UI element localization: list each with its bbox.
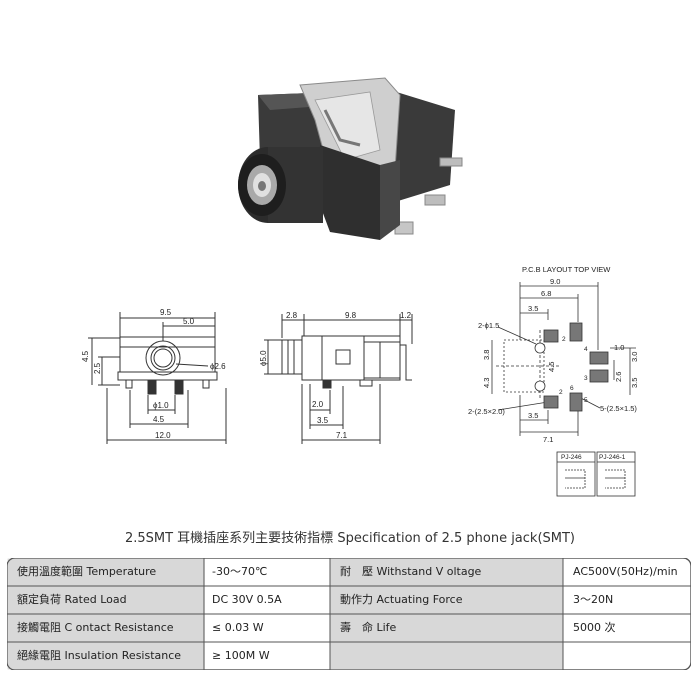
- side-dim-7-1: 7.1: [336, 431, 348, 440]
- pcb-dim-2-6: 2.6: [614, 372, 623, 382]
- front-view-drawing: 9.5 5.0 4.5 2.5 ϕ2.6 ϕ1.0 4.5 12.0: [81, 308, 227, 444]
- pcb-pin-label: 6: [570, 385, 574, 392]
- pcb-dim-3-8: 3.8: [482, 350, 491, 360]
- side-dim-2-8: 2.8: [286, 311, 298, 320]
- product-photo: [238, 77, 463, 240]
- front-dim-4-5b: 4.5: [153, 415, 165, 424]
- pcb-dim-3-0: 3.0: [630, 352, 639, 362]
- spec-label-insulation-resistance: 絕緣電阻 Insulation Resistance: [17, 649, 182, 662]
- spec-label-withstand-voltage: 耐 壓 Withstand V oltage: [340, 565, 482, 578]
- side-dim-2-0: 2.0: [312, 400, 324, 409]
- side-dim-9-8: 9.8: [345, 311, 357, 320]
- pcb-dim-1-0: 1.0: [614, 343, 624, 352]
- side-dim-phi-5-0: ϕ5.0: [259, 350, 268, 366]
- pcb-pin-label: 4: [584, 346, 588, 353]
- pcb-pin-label: 2: [562, 336, 566, 343]
- spec-table: 使用溫度範圍 Temperature -30～70℃ 耐 壓 Withstand…: [7, 558, 691, 670]
- pcb-dim-3-5: 3.5: [528, 304, 538, 313]
- spec-value-life: 5000 次: [573, 621, 616, 634]
- spec-value-actuating-force: 3～20N: [573, 593, 614, 606]
- spec-value-contact-resistance: ≤ 0.03 W: [212, 621, 264, 634]
- pcb-dim-9-0: 9.0: [550, 277, 560, 286]
- pcb-pin-label: 2: [559, 389, 563, 396]
- variant-pj-246-1: PJ-246-1: [599, 454, 626, 461]
- front-dim-5-0: 5.0: [183, 317, 195, 326]
- spec-label-life: 壽 命 Life: [340, 621, 397, 634]
- front-dim-phi-2-6: ϕ2.6: [210, 362, 226, 371]
- side-view-drawing: 2.8 9.8 1.2 ϕ5.0 2.0 3.5 7.1: [259, 311, 413, 444]
- front-dim-4-5: 4.5: [81, 350, 90, 362]
- pcb-dim-3-5c: 3.5: [528, 411, 538, 420]
- front-dim-9-5: 9.5: [160, 308, 172, 317]
- spec-value-withstand-voltage: AC500V(50Hz)/min: [573, 565, 678, 578]
- spec-label-temperature: 使用溫度範圍 Temperature: [17, 565, 157, 578]
- side-dim-3-5: 3.5: [317, 416, 329, 425]
- spec-value-insulation-resistance: ≥ 100M W: [212, 649, 270, 662]
- spec-value-temperature: -30～70℃: [212, 565, 268, 578]
- pcb-dim-7-1: 7.1: [543, 435, 553, 444]
- spec-title: 2.5SMT 耳機插座系列主要技術指標 Specification of 2.5…: [124, 531, 576, 546]
- spec-label-contact-resistance: 接觸電阻 C ontact Resistance: [17, 621, 174, 634]
- pcb-pin-label: 5: [584, 397, 588, 404]
- pcb-dim-pad-2: 2-(2.5×2.0): [468, 407, 505, 416]
- front-dim-12-0: 12.0: [155, 431, 171, 440]
- pcb-dim-3-5b: 3.5: [630, 378, 639, 388]
- spec-table-grid: [7, 558, 691, 670]
- front-dim-phi-1-0: ϕ1.0: [153, 401, 169, 410]
- pcb-dim-6-8: 6.8: [541, 289, 551, 298]
- pcb-dim-4-3: 4.3: [482, 378, 491, 388]
- front-dim-2-5: 2.5: [93, 362, 102, 374]
- spec-label-rated-load: 額定負荷 Rated Load: [17, 593, 127, 606]
- pcb-layout-title: P.C.B LAYOUT TOP VIEW: [522, 265, 611, 274]
- side-dim-1-2: 1.2: [400, 311, 412, 320]
- spec-value-rated-load: DC 30V 0.5A: [212, 593, 282, 606]
- pcb-dim-hole: 2-ϕ1.5: [478, 321, 499, 330]
- pcb-layout-drawing: P.C.B LAYOUT TOP VIEW: [468, 265, 639, 497]
- spec-label-actuating-force: 動作力 Actuating Force: [340, 593, 463, 606]
- pcb-pin-label: 3: [584, 375, 588, 382]
- variant-pj-246: PJ-246: [561, 454, 582, 461]
- pcb-dim-4-5: 4.5: [547, 362, 556, 372]
- pcb-dim-pad-5: 5-(2.5×1.5): [600, 404, 637, 413]
